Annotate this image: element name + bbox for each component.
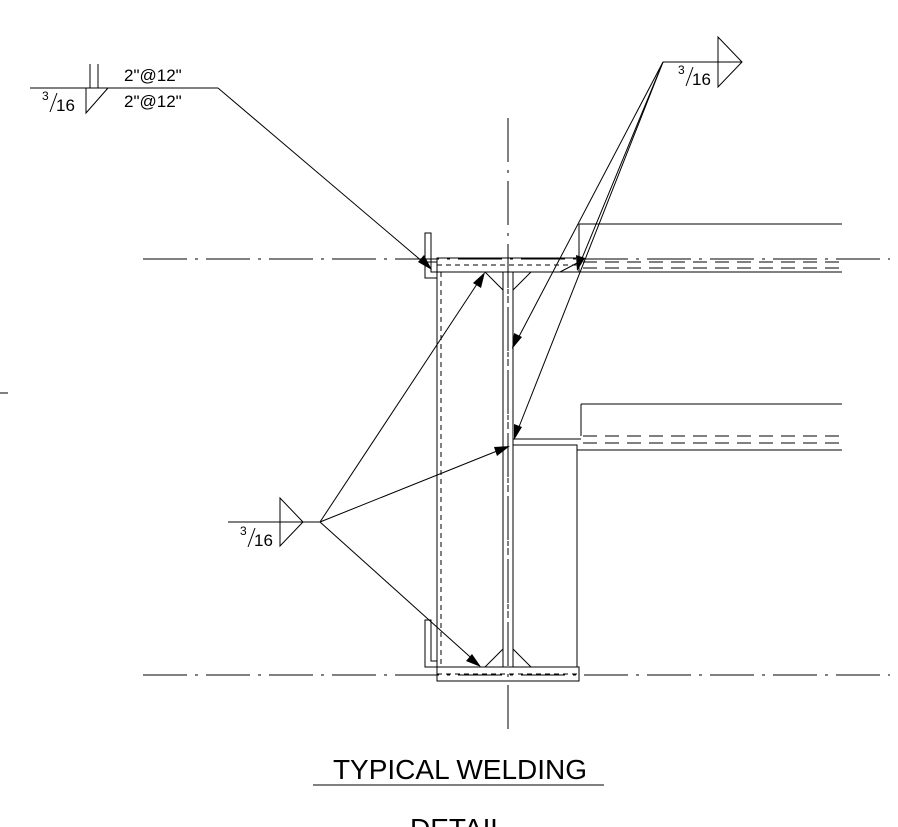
arrowhead-1 <box>473 272 485 288</box>
arrowhead-1 <box>576 255 585 271</box>
steel-section <box>421 232 580 682</box>
leader-line-1 <box>577 61 664 269</box>
weld-symbol-top-left: 3 16 2"@12" 2"@12" <box>30 64 432 270</box>
weld-size-denominator: 16 <box>692 70 711 89</box>
leader-line-1 <box>319 274 484 523</box>
lower-infill-plate <box>512 444 578 668</box>
bottom-flange-fillet-right <box>512 647 533 668</box>
fillet-flag-icon <box>279 496 304 548</box>
top-flange-fillet-right <box>512 271 533 292</box>
arrowhead-3 <box>514 424 522 440</box>
leader-line-3 <box>514 61 664 438</box>
fraction-slash <box>49 92 58 113</box>
weld-size-numerator: 3 <box>240 524 247 538</box>
weld-spacing-other-side: 2"@12" <box>124 92 182 111</box>
top-right-weld-bead <box>559 261 580 273</box>
leader-line-3 <box>319 521 479 665</box>
fraction-slash <box>247 527 256 548</box>
top-flange-fillet-left <box>483 271 504 292</box>
fraction-slash <box>685 66 694 87</box>
detail-title: TYPICAL WELDING DETAIL <box>313 754 604 827</box>
leader-line-2 <box>513 61 664 347</box>
bottom-flange-fillet-left <box>483 647 504 668</box>
weld-size-numerator: 3 <box>42 89 49 103</box>
weld-size-numerator: 3 <box>678 63 685 77</box>
weld-symbol-top-right: 3 16 <box>512 35 743 440</box>
weld-size-denominator: 16 <box>254 531 273 550</box>
arrowhead-2 <box>494 446 510 456</box>
centerlines <box>0 118 890 735</box>
arrowhead-3 <box>466 654 481 667</box>
weld-size-denominator: 16 <box>56 96 75 115</box>
arrowhead-2 <box>512 333 522 349</box>
leader-line <box>217 87 431 269</box>
arrowhead <box>418 255 432 270</box>
weld-symbol-bottom-left: 3 16 <box>228 272 510 667</box>
framing-beams <box>513 223 842 451</box>
fillet-flag-icon <box>717 35 743 89</box>
fillet-triangle-icon <box>85 87 109 115</box>
weld-spacing-arrow-side: 2"@12" <box>124 66 182 85</box>
top-clip-angle <box>424 232 438 279</box>
title-line-1: TYPICAL WELDING <box>333 754 587 785</box>
title-line-2: DETAIL <box>410 813 506 827</box>
bottom-clip-angle <box>424 619 438 668</box>
leader-line-2 <box>319 446 508 523</box>
